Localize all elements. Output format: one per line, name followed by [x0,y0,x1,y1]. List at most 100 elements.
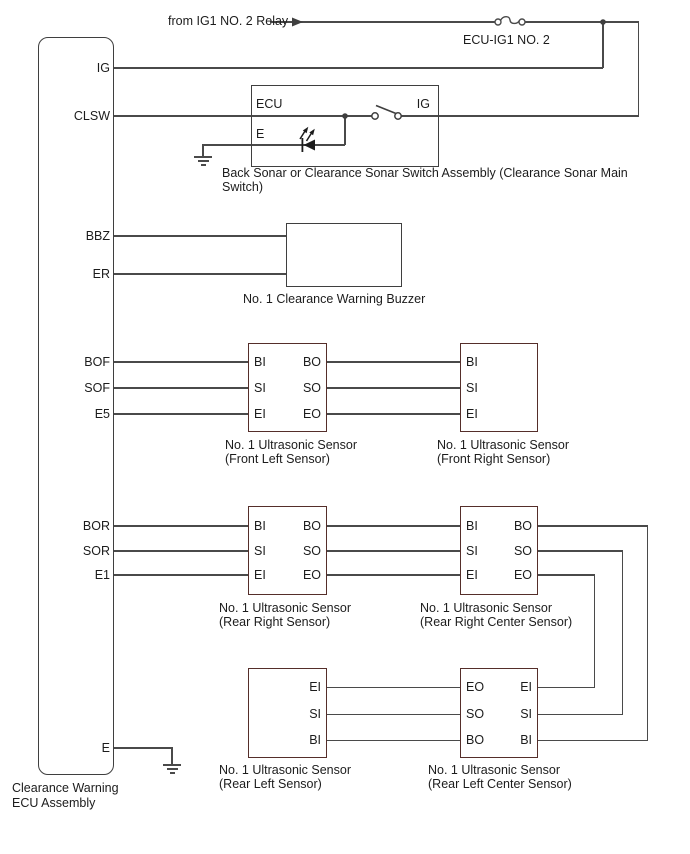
sensor-fr-caption-line2: (Front Right Sensor) [437,452,551,466]
sensor-rrc-pin-bi: BI [466,519,478,533]
sensor-rlc-caption-line1: No. 1 Ultrasonic Sensor [428,763,561,777]
sensor-rlc-pin-bi: BI [520,733,532,747]
ecu-pin-bbz: BBZ [85,229,110,243]
wire-bor [114,525,248,527]
ecu-pin-bor: BOR [82,519,110,533]
ecu-pin-bof: BOF [84,355,110,369]
wire-relay-feed [270,21,495,23]
sensor-rrc-caption-line1: No. 1 Ultrasonic Sensor [420,601,553,615]
sensor-fr-pin-ei: EI [466,407,478,421]
sensor-rl-caption-line1: No. 1 Ultrasonic Sensor [219,763,352,777]
sensor-fl-pin-si: SI [254,381,266,395]
buzzer-caption: No. 1 Clearance Warning Buzzer [243,292,426,306]
wire-front-link-bo [327,361,460,363]
sensor-rrc-pin-bo: BO [513,519,532,533]
sensor-fr-pin-si: SI [466,381,478,395]
sensor-rlc-pin-si: SI [520,707,532,721]
sensor-box-rear-left-center [460,668,538,758]
sensor-fl-pin-eo: EO [302,407,321,421]
sensor-rl-pin-ei: EI [309,680,321,694]
fuse-icon [494,15,526,26]
wire-rl-ei [327,686,460,689]
sensor-box-rear-left [248,668,327,758]
wire-rlc-si-stub [538,713,623,716]
ecu-pin-sor: SOR [82,544,110,558]
wire-front-link-eo [327,413,460,415]
buzzer-box [286,223,402,287]
wire-rlc-ei-stub [538,686,595,689]
sensor-rl-pin-bi: BI [309,733,321,747]
ecu-pin-e: E [101,741,110,755]
relay-source-label: from IG1 NO. 2 Relay [168,14,289,28]
sensor-rrc-pin-eo: EO [513,568,532,582]
wire-rl-si [327,713,460,716]
sensor-fl-caption-line2: (Front Left Sensor) [225,452,330,466]
sensor-rlc-pin-bo: BO [466,733,485,747]
wire-rear-link-bo [327,525,461,527]
sensor-rl-caption: No. 1 Ultrasonic Sensor (Rear Left Senso… [219,763,351,791]
wire-led-branch-vertical [344,115,346,146]
wire-loop-so-vertical [621,550,624,716]
wire-sof [114,387,248,389]
wire-e-ground [114,747,172,749]
switch-pin-ecu: ECU [256,97,283,111]
ecu-pin-clsw: CLSW [73,109,110,123]
fuse-label: ECU-IG1 NO. 2 [463,33,550,47]
sensor-rrc-caption-line2: (Rear Right Center Sensor) [420,615,573,629]
sensor-rr-pin-eo: EO [302,568,321,582]
wire-led-branch [203,144,345,146]
ecu-assembly-box [38,37,114,775]
sensor-rr-pin-bo: BO [302,519,321,533]
wire-rrc-so-stub [537,550,623,552]
sensor-rlc-pin-eo: EO [466,680,485,694]
wire-rl-bi [327,739,460,742]
sensor-box-front-left [248,343,327,432]
sensor-rr-caption: No. 1 Ultrasonic Sensor (Rear Right Sens… [219,601,351,629]
wire-fuse-output [524,21,639,23]
sensor-box-rear-right-center [460,506,538,595]
wire-rlc-bi-stub [538,739,648,742]
ecu-caption-line1: Clearance Warning [12,781,119,795]
switch-pin-ig: IG [416,97,430,111]
sensor-fr-pin-bi: BI [466,355,478,369]
wire-rear-link-so [327,550,461,552]
wire-front-link-so [327,387,460,389]
sensor-rlc-caption-line2: (Rear Left Center Sensor) [428,777,572,791]
sensor-rr-caption-line2: (Rear Right Sensor) [219,615,331,629]
wire-clsw [114,115,372,117]
ecu-pin-er: ER [92,267,110,281]
sensor-rr-pin-bi: BI [254,519,266,533]
ecu-pin-e1: E1 [94,568,110,582]
sensor-fl-pin-bo: BO [302,355,321,369]
wire-loop-eo-vertical [593,574,596,689]
wire-e-ground-stem [171,747,173,765]
sensor-rr-caption-line1: No. 1 Ultrasonic Sensor [219,601,352,615]
sensor-rlc-caption: No. 1 Ultrasonic Sensor (Rear Left Cente… [428,763,572,791]
ecu-pin-ig: IG [96,61,110,75]
wire-e1 [114,574,248,576]
sonar-switch-box [251,85,439,167]
wire-rrc-eo-stub [537,574,595,576]
wire-switch-ground-stem [202,144,204,157]
switch-pin-e: E [256,127,265,141]
sensor-rr-pin-so: SO [302,544,321,558]
sensor-rrc-caption: No. 1 Ultrasonic Sensor (Rear Right Cent… [420,601,572,629]
wire-ig-branch-vertical [637,21,639,117]
sensor-box-front-right [460,343,538,432]
sensor-rrc-pin-si: SI [466,544,478,558]
sensor-fr-caption: No. 1 Ultrasonic Sensor (Front Right Sen… [437,438,569,466]
sensor-rl-pin-si: SI [309,707,321,721]
switch-caption-line1: Back Sonar or Clearance Sonar Switch Ass… [222,166,628,180]
wire-bbz [114,235,286,237]
ecu-pin-e5: E5 [94,407,110,421]
wire-bof [114,361,248,363]
ecu-pin-sof: SOF [84,381,110,395]
wire-ecu-ig-vertical [602,21,604,69]
sensor-rr-pin-si: SI [254,544,266,558]
sensor-fl-pin-bi: BI [254,355,266,369]
switch-caption: Back Sonar or Clearance Sonar Switch Ass… [222,166,628,194]
ecu-assembly-caption: Clearance Warning ECU Assembly [12,781,119,811]
sensor-fl-caption: No. 1 Ultrasonic Sensor (Front Left Sens… [225,438,357,466]
sensor-fl-pin-so: SO [302,381,321,395]
wire-rear-link-eo [327,574,461,576]
